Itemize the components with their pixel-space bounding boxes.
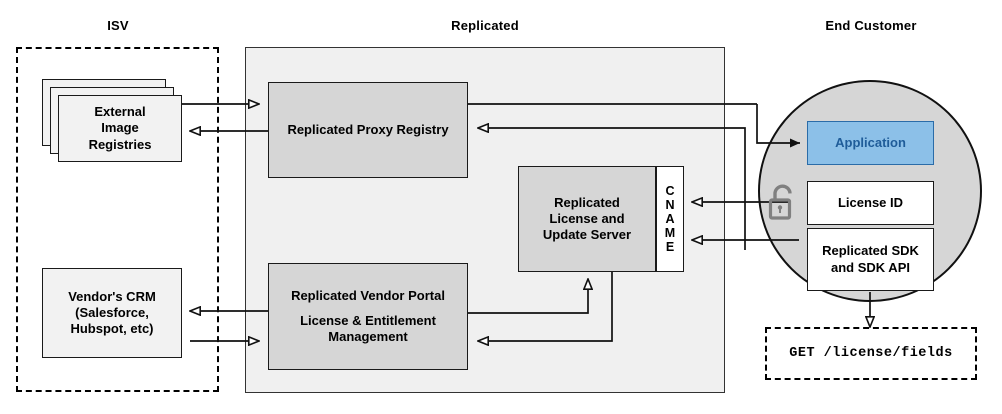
external-image-registries-line-1: External <box>94 104 146 120</box>
vendors-crm-line-1: Vendor's CRM <box>68 288 156 304</box>
cname-letter-a: A <box>665 212 675 226</box>
node-vendors-crm[interactable]: Vendor's CRM (Salesforce, Hubspot, etc) <box>42 268 182 358</box>
node-replicated-license-update-server[interactable]: Replicated License and Update Server <box>518 166 656 272</box>
zone-label-end-customer: End Customer <box>825 18 917 33</box>
node-license-id[interactable]: License ID <box>807 181 934 225</box>
external-image-registries-line-2: Image <box>101 120 139 136</box>
cname-letter-c: C <box>665 184 675 198</box>
vendor-portal-sub-1: License & Entitlement <box>300 312 436 328</box>
zone-label-replicated: Replicated <box>451 18 519 33</box>
api-request-label: GET /license/fields <box>789 346 953 361</box>
replicated-sdk-line-1: Replicated SDK <box>822 243 919 259</box>
zone-isv-boundary <box>16 47 219 392</box>
node-replicated-sdk[interactable]: Replicated SDK and SDK API <box>807 228 934 291</box>
zone-label-isv: ISV <box>107 18 129 33</box>
external-image-registries-line-3: Registries <box>88 136 152 152</box>
replicated-sdk-line-2: and SDK API <box>831 259 910 275</box>
license-server-line-2: License and <box>549 210 625 226</box>
license-server-line-1: Replicated <box>554 194 620 210</box>
cname-letter-n: N <box>665 198 675 212</box>
node-replicated-proxy-registry[interactable]: Replicated Proxy Registry <box>268 82 468 178</box>
vendors-crm-line-3: Hubspot, etc) <box>70 321 154 337</box>
license-id-label: License ID <box>837 194 904 210</box>
license-server-line-3: Update Server <box>542 227 632 243</box>
node-cname-badge[interactable]: C N A M E <box>656 166 684 272</box>
node-api-request[interactable]: GET /license/fields <box>765 327 977 380</box>
cname-letter-m: M <box>664 226 676 240</box>
vendor-portal-title: Replicated Vendor Portal <box>291 287 445 303</box>
node-replicated-vendor-portal[interactable]: Replicated Vendor Portal License & Entit… <box>268 263 468 370</box>
unlock-icon <box>768 184 792 220</box>
application-label: Application <box>835 134 906 150</box>
replicated-proxy-registry-label: Replicated Proxy Registry <box>287 121 449 137</box>
node-application[interactable]: Application <box>807 121 934 165</box>
vendor-portal-sub-2: Management <box>328 329 408 345</box>
vendors-crm-line-2: (Salesforce, <box>75 304 149 320</box>
node-external-image-registries[interactable]: External Image Registries <box>58 95 182 162</box>
cname-letter-e: E <box>665 240 675 254</box>
